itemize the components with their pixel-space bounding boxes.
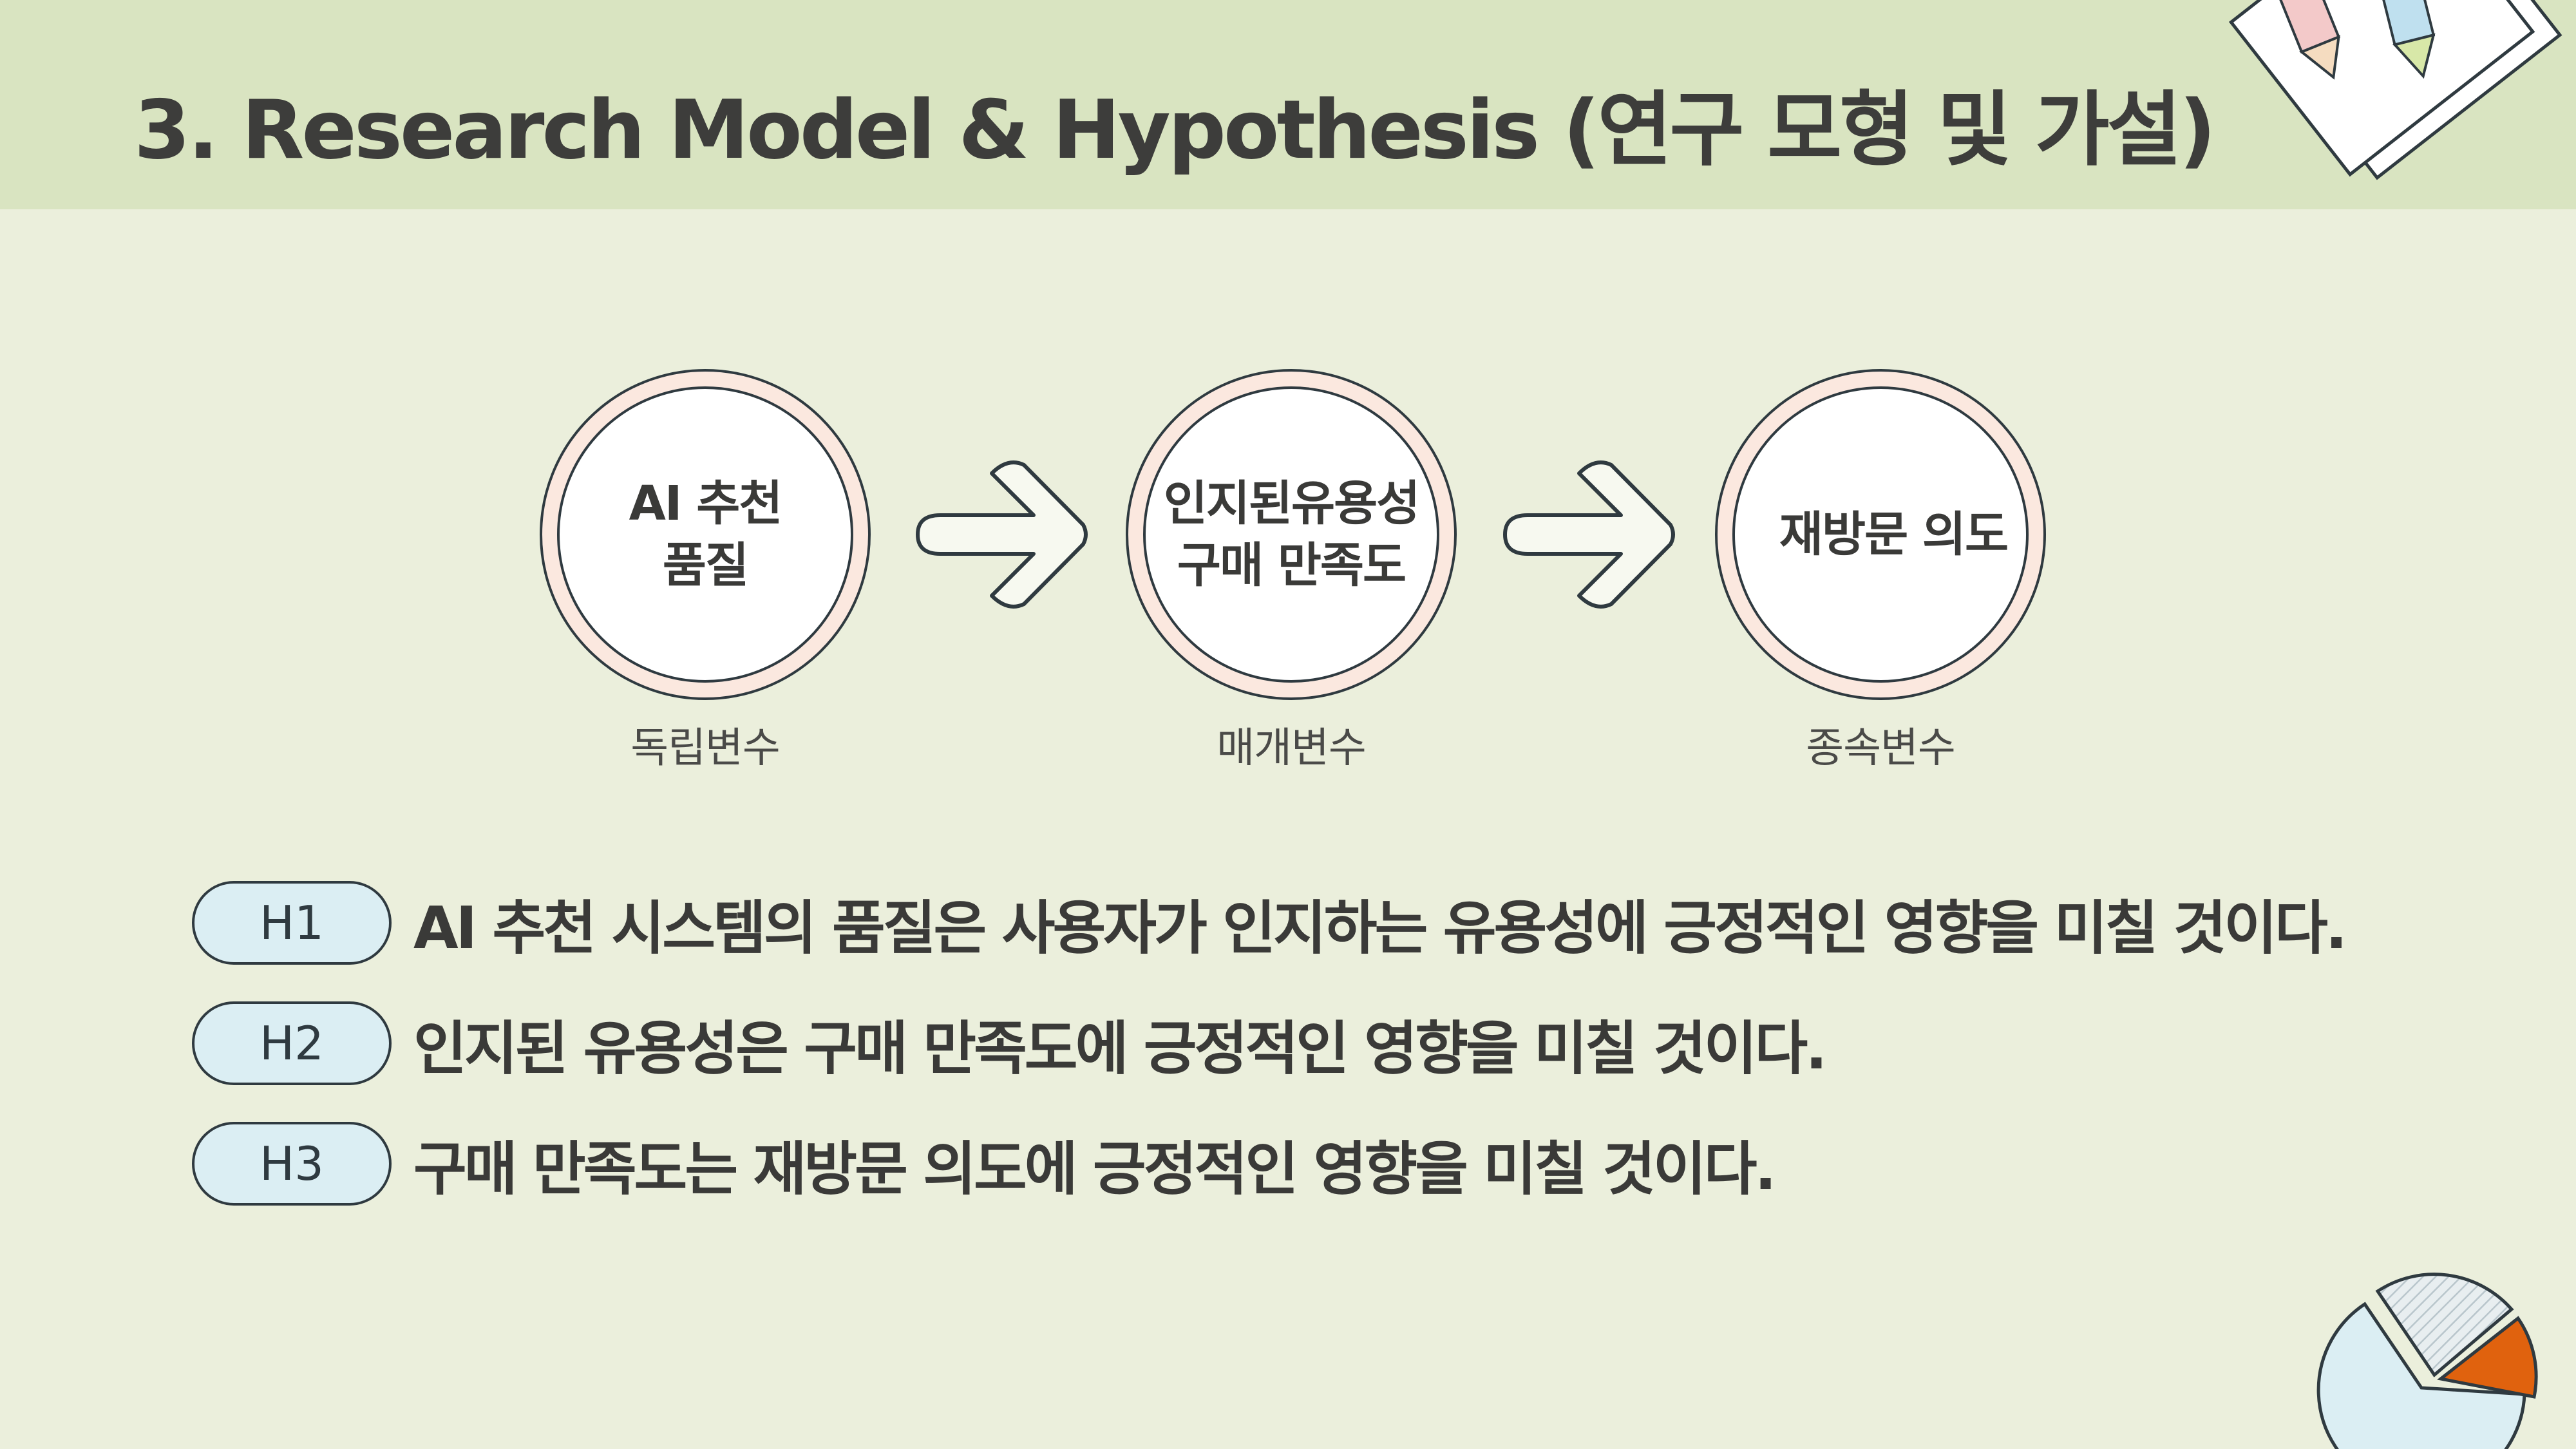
page-title: 3. Research Model & Hypothesis (연구 모형 및 … (134, 82, 2216, 177)
node-caption: 독립변수 (630, 724, 781, 772)
hypothesis-row: H3 구매 만족도는 재방문 의도에 긍정적인 영향을 미칠 것이다. (192, 1122, 1777, 1206)
circle-independent (540, 369, 871, 700)
node-dependent-variable: 재방문 의도 (1726, 367, 2061, 702)
node-label-line: AI 추천 (629, 476, 783, 531)
hypothesis-text: AI 추천 시스템의 품질은 사용자가 인지하는 유용성에 긍정적인 영향을 미… (413, 895, 2347, 962)
hypothesis-badge: H3 (192, 1122, 392, 1206)
hypothesis-row: H1 AI 추천 시스템의 품질은 사용자가 인지하는 유용성에 긍정적인 영향… (192, 881, 2347, 965)
node-label-line: 인지된유용성 (1163, 476, 1420, 531)
node-label: AI 추천 품질 (629, 473, 783, 596)
arrow-right-icon (1503, 460, 1675, 609)
node-label-line: 재방문 의도 (1779, 507, 2009, 562)
circle-mediator (1126, 369, 1457, 700)
hypothesis-row: H2 인지된 유용성은 구매 만족도에 긍정적인 영향을 미칠 것이다. (192, 1001, 1828, 1085)
arrow-right-icon (916, 460, 1088, 609)
header-band (0, 0, 2576, 209)
circle-dependent (1715, 369, 2046, 700)
node-caption: 종속변수 (1806, 724, 1956, 772)
hypothesis-text: 구매 만족도는 재방문 의도에 긍정적인 영향을 미칠 것이다. (413, 1135, 1777, 1203)
node-independent-variable: AI 추천 품질 (538, 367, 873, 702)
hypothesis-badge: H2 (192, 1001, 392, 1085)
node-label: 재방문 의도 (1779, 504, 2009, 565)
node-mediator-variable: 인지된유용성 구매 만족도 (1124, 367, 1459, 702)
paper-and-pencils-icon (2228, 0, 2562, 180)
node-caption: 매개변수 (1217, 724, 1367, 772)
node-label-line: 구매 만족도 (1177, 538, 1406, 593)
hypothesis-text: 인지된 유용성은 구매 만족도에 긍정적인 영향을 미칠 것이다. (413, 1015, 1828, 1083)
node-label-line: 품질 (662, 538, 749, 593)
hypothesis-badge: H1 (192, 881, 392, 965)
node-label: 인지된유용성 구매 만족도 (1163, 473, 1420, 596)
pie-chart-icon (2316, 1273, 2538, 1449)
